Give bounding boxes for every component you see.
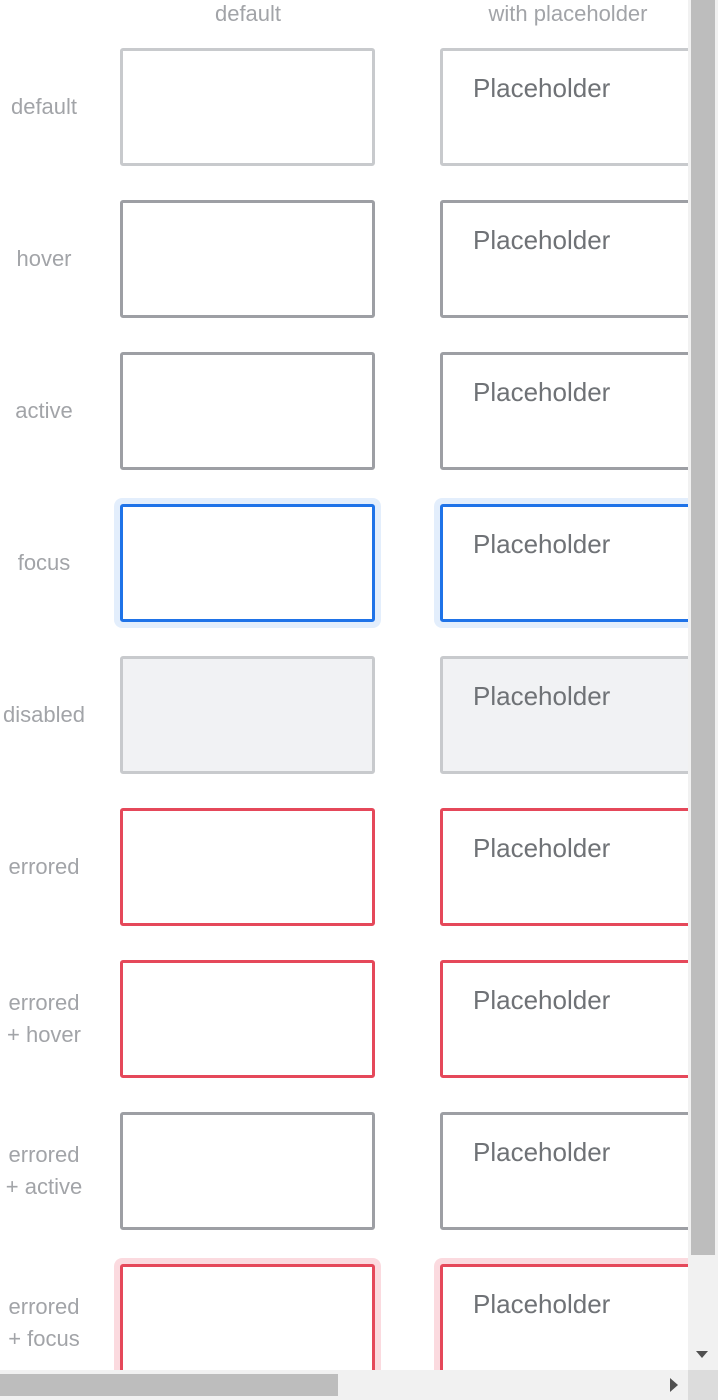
row-label-line: + focus [8,1326,80,1351]
textarea-errored[interactable] [120,808,375,926]
row-label-line: errored [8,990,80,1015]
row-label-errored-focus: errored + focus [0,1291,88,1355]
textarea-errored-active-with-placeholder[interactable]: Placeholder [440,1112,688,1230]
horizontal-scrollbar-thumb[interactable] [0,1374,338,1396]
horizontal-scrollbar[interactable] [0,1370,688,1400]
textarea-errored-hover[interactable] [120,960,375,1078]
textarea-default[interactable] [120,48,375,166]
column-header-default: default [214,1,282,26]
placeholder-text: Placeholder [473,73,611,103]
row-label-errored-hover: errored + hover [0,987,88,1051]
scroll-down-arrow-icon[interactable] [696,1351,708,1358]
row-label-line: hover [16,246,72,271]
textarea-active-with-placeholder[interactable]: Placeholder [440,352,688,470]
textarea-errored-focus-with-placeholder[interactable]: Placeholder [440,1264,688,1370]
row-label-line: focus [17,550,71,575]
placeholder-text: Placeholder [473,985,611,1015]
textarea-hover-with-placeholder[interactable]: Placeholder [440,200,688,318]
row-label-disabled: disabled [0,699,88,731]
scroll-right-arrow-icon[interactable] [670,1378,678,1392]
textarea-hover[interactable] [120,200,375,318]
textarea-errored-active[interactable] [120,1112,375,1230]
row-label-default: default [0,91,88,123]
placeholder-text: Placeholder [473,377,611,407]
textarea-disabled-with-placeholder: Placeholder [440,656,688,774]
row-label-errored: errored [0,851,88,883]
textarea-default-with-placeholder[interactable]: Placeholder [440,48,688,166]
textarea-focus-with-placeholder[interactable]: Placeholder [440,504,688,622]
placeholder-text: Placeholder [473,225,611,255]
row-label-hover: hover [0,243,88,275]
placeholder-text: Placeholder [473,681,611,711]
textarea-errored-hover-with-placeholder[interactable]: Placeholder [440,960,688,1078]
row-label-line: disabled [3,702,85,727]
row-label-line: + hover [7,1022,81,1047]
column-header-with-placeholder: with placeholder [488,1,648,26]
vertical-scrollbar[interactable] [688,0,718,1370]
row-label-active: active [0,395,88,427]
row-label-line: active [15,398,73,423]
row-label-focus: focus [0,547,88,579]
row-label-line: default [10,94,78,119]
placeholder-text: Placeholder [473,1137,611,1167]
placeholder-text: Placeholder [473,1289,611,1319]
textarea-disabled [120,656,375,774]
placeholder-text: Placeholder [473,833,611,863]
textarea-active[interactable] [120,352,375,470]
placeholder-text: Placeholder [473,529,611,559]
textarea-errored-with-placeholder[interactable]: Placeholder [440,808,688,926]
textarea-errored-focus[interactable] [120,1264,375,1370]
textarea-focus[interactable] [120,504,375,622]
row-label-errored-active: errored + active [0,1139,88,1203]
row-label-line: errored [8,1142,80,1167]
scrollbar-corner [688,1370,718,1400]
vertical-scrollbar-thumb[interactable] [691,0,715,1255]
row-label-line: + active [5,1174,83,1199]
row-label-line: errored [8,854,80,879]
row-label-line: errored [8,1294,80,1319]
